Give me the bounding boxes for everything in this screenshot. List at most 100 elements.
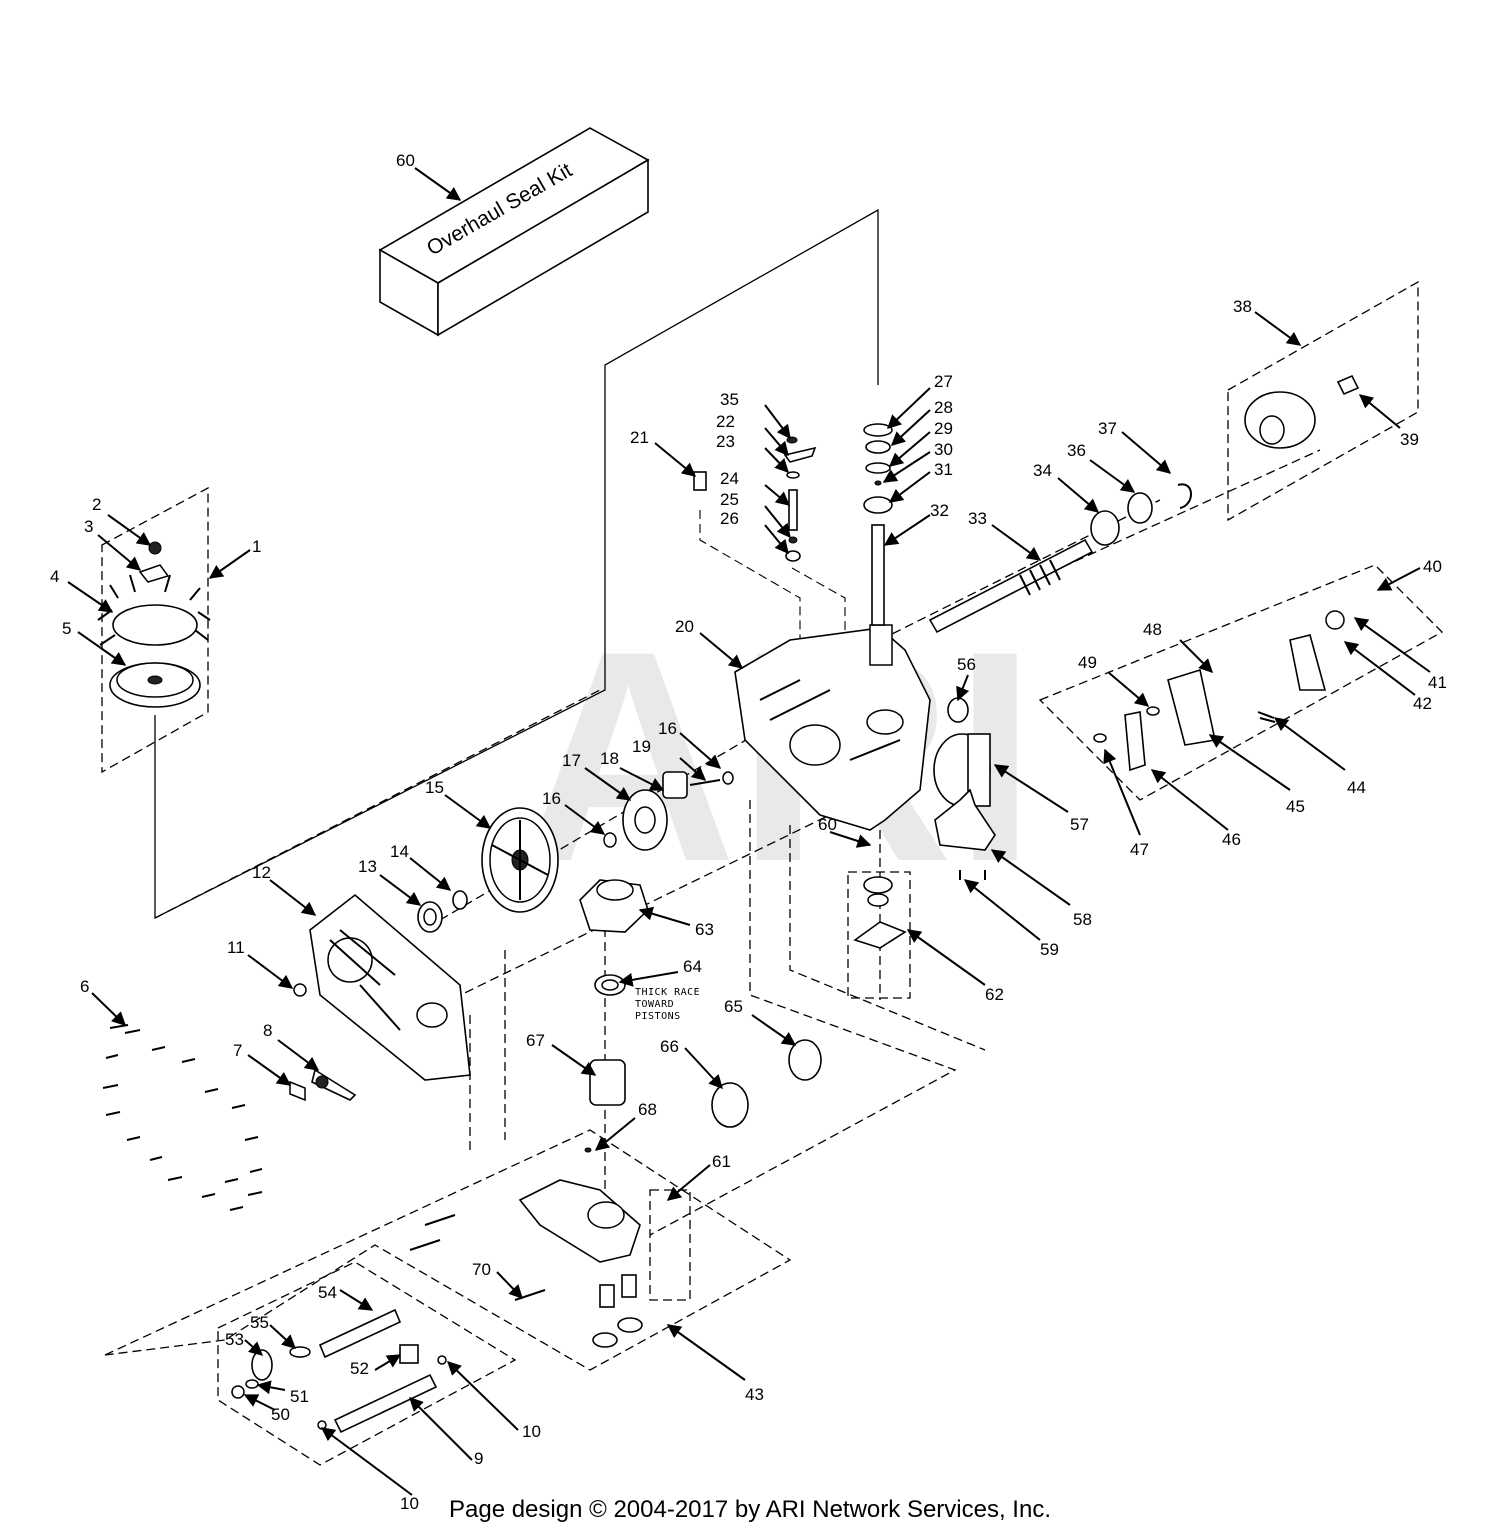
reduction-gears	[603, 771, 734, 851]
callout: 10	[400, 1494, 419, 1513]
callout: 21	[630, 428, 649, 447]
note-line-3: PISTONS	[635, 1011, 681, 1022]
callout: 40	[1423, 557, 1442, 576]
callout: 54	[318, 1283, 337, 1302]
callout: 62	[985, 985, 1004, 1004]
callout: 70	[472, 1260, 491, 1279]
brake-arm	[289, 1068, 357, 1102]
callout: 33	[968, 509, 987, 528]
overhaul-seal-kit-box: Overhaul Seal Kit	[378, 127, 650, 337]
callout: 55	[250, 1313, 269, 1332]
leader-lines	[154, 208, 1321, 1236]
callout: 42	[1413, 694, 1432, 713]
callout: 11	[227, 938, 245, 957]
center-section	[409, 1179, 643, 1348]
pump-components	[579, 879, 822, 1153]
lower-shafts	[231, 1308, 447, 1434]
callout: 16	[658, 719, 677, 738]
callout: 66	[660, 1037, 679, 1056]
callout: 4	[50, 567, 59, 586]
callout: 47	[1130, 840, 1149, 859]
callout: 2	[92, 495, 101, 514]
callout: 12	[252, 863, 271, 882]
callout: 35	[720, 390, 739, 409]
bearing-note: THICK RACE TOWARD PISTONS	[635, 987, 700, 1022]
callout: 52	[350, 1359, 369, 1378]
callout: 57	[1070, 815, 1089, 834]
callout: 19	[632, 737, 651, 756]
callout: 10	[522, 1422, 541, 1441]
callout: 26	[720, 509, 739, 528]
callout: 41	[1428, 673, 1447, 692]
callout: 24	[720, 469, 739, 488]
callout: 18	[600, 749, 619, 768]
callout-numbers: 60 1 2 3 4 5 6 7 8 9 10 10 11 12 13 14 1…	[50, 151, 1447, 1513]
callout: 36	[1067, 441, 1086, 460]
callout: 27	[934, 372, 953, 391]
callout: 29	[934, 419, 953, 438]
callout: 15	[425, 778, 444, 797]
callout: 30	[934, 440, 953, 459]
callout: 6	[80, 977, 89, 996]
callout: 16	[542, 789, 561, 808]
callout: 39	[1400, 430, 1419, 449]
callout: 44	[1347, 778, 1366, 797]
filter-assembly	[853, 876, 907, 949]
callout: 37	[1098, 419, 1117, 438]
note-line-1: THICK RACE	[635, 987, 700, 998]
callout: 3	[84, 517, 93, 536]
callout: 45	[1286, 797, 1305, 816]
callout: 13	[358, 857, 377, 876]
case-half-left	[293, 893, 471, 1081]
callout: 5	[62, 619, 71, 638]
control-shaft-parts	[693, 436, 817, 562]
bracket-assembly	[1093, 610, 1345, 772]
callout: 14	[390, 842, 409, 861]
callout: 32	[930, 501, 949, 520]
callout: 60	[396, 151, 415, 170]
callout: 28	[934, 398, 953, 417]
callout: 22	[716, 412, 735, 431]
bull-gear	[481, 807, 559, 913]
callout: 65	[724, 997, 743, 1016]
wheel-hub	[1244, 374, 1360, 449]
callout: 25	[720, 490, 739, 509]
callout: 49	[1078, 653, 1097, 672]
callout: 50	[271, 1405, 290, 1424]
callout: 56	[957, 655, 976, 674]
callout: 38	[1233, 297, 1252, 316]
bearings-13-14	[417, 890, 468, 933]
callout: 20	[675, 617, 694, 636]
callout: 31	[934, 460, 953, 479]
callout: 64	[683, 957, 702, 976]
bolt-set	[102, 1024, 263, 1211]
callout: 46	[1222, 830, 1241, 849]
callout: 23	[716, 432, 735, 451]
callout: 68	[638, 1100, 657, 1119]
page-footer: Page design © 2004-2017 by ARI Network S…	[448, 1496, 1051, 1523]
callout: 59	[1040, 940, 1059, 959]
callout: 9	[474, 1449, 483, 1468]
note-line-2: TOWARD	[635, 999, 674, 1010]
input-shaft-stack	[863, 423, 893, 626]
callout: 67	[526, 1031, 545, 1050]
callout: 17	[562, 751, 581, 770]
callout: 48	[1143, 620, 1162, 639]
assembly-outlines	[101, 280, 1444, 1466]
callout-arrows	[67, 167, 1431, 1496]
callout: 63	[695, 920, 714, 939]
fan-pulley-assembly	[97, 541, 211, 708]
callout: 1	[252, 537, 261, 556]
callout: 43	[745, 1385, 764, 1404]
callout: 61	[712, 1152, 731, 1171]
callout: 7	[233, 1041, 242, 1060]
main-housing	[734, 624, 931, 831]
callout: 60	[818, 815, 837, 834]
callout: 58	[1073, 910, 1092, 929]
callout: 51	[290, 1387, 309, 1406]
callout: 8	[263, 1021, 272, 1040]
callout: 34	[1033, 461, 1052, 480]
output-axle	[928, 483, 1192, 634]
charge-pump-parts	[933, 697, 996, 880]
